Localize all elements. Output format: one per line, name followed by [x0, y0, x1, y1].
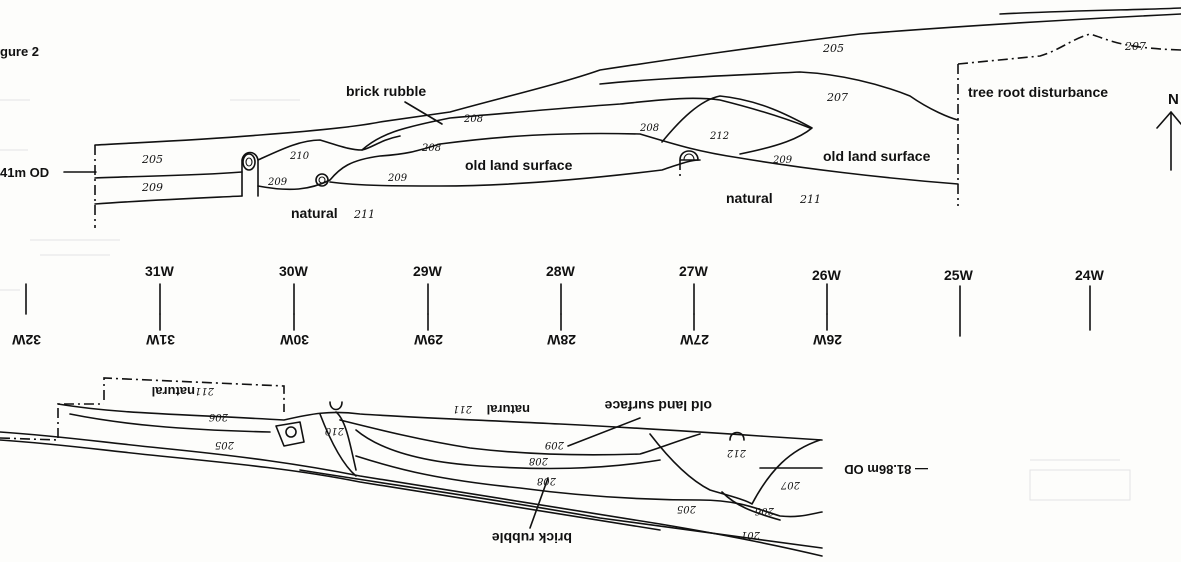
lower-section [0, 377, 823, 557]
lower-context-206-a: 206 [208, 411, 229, 422]
lower-cut-210 [319, 413, 357, 477]
upper-pit-212 [661, 95, 813, 155]
lower-lens-208-top [339, 419, 701, 456]
grid-label-30w: 30W [279, 263, 309, 279]
lower-context-205-a: 205 [215, 439, 235, 450]
upper-label-tree-root: tree root disturbance [968, 84, 1108, 100]
upper-context-207-a: 207 [826, 91, 848, 104]
upper-context-208-b: 208 [421, 143, 441, 154]
upper-context-208-a: 208 [463, 114, 483, 125]
upper-context-207-b: 207 [1124, 40, 1146, 53]
upper-context-209-c: 209 [387, 173, 408, 184]
upper-section [63, 7, 1181, 228]
grid-label-inverted-31w: 31W [145, 332, 175, 348]
grid-label-24w: 24W [1075, 267, 1105, 283]
lower-context-206-b: 206 [754, 505, 775, 516]
grid-label-25w: 25W [944, 267, 974, 283]
grid-label-29w: 29W [413, 263, 443, 279]
grid-label-27w: 27W [679, 263, 709, 279]
upper-brick-rubble-leader [404, 101, 443, 125]
north-arrow-icon [1156, 111, 1181, 171]
upper-layer-207-top [599, 71, 959, 121]
upper-context-210: 210 [289, 151, 310, 162]
upper-old-land-base [329, 159, 701, 187]
upper-label-natural-1: natural [291, 205, 338, 221]
upper-tree-root-boundary [957, 33, 1181, 65]
upper-context-211-b: 211 [799, 193, 821, 206]
lower-context-212: 212 [727, 447, 747, 458]
lower-ground-line-1 [0, 431, 823, 557]
lower-line-206-east [721, 491, 781, 521]
grid-label-inverted-27w: 27W [679, 332, 709, 348]
bleed-through-marks [0, 49, 1131, 501]
upper-label-brick-rubble: brick rubble [346, 83, 426, 99]
lower-ground-line-2 [0, 439, 661, 531]
grid-label-inverted-26w: 26W [812, 332, 842, 348]
upper-context-208-c: 208 [639, 123, 659, 134]
grid-label-inverted-29w: 29W [413, 332, 443, 348]
lower-label-natural-box: natural [152, 384, 195, 399]
lower-label-brick-rubble: brick rubble [492, 530, 572, 546]
lower-context-205-b: 205 [677, 503, 697, 514]
grid-ticks [25, 283, 1091, 337]
lower-line-208-base [355, 455, 823, 518]
lower-cut-210-inner [335, 411, 357, 471]
upper-context-205-b: 205 [822, 42, 844, 55]
lower-ground-line-3 [299, 469, 823, 549]
lower-context-208-a: 208 [529, 455, 549, 466]
lower-datum-label: — 81.86m OD [844, 462, 928, 477]
grid-label-inverted-30w: 30W [279, 332, 309, 348]
lower-natural-box [103, 377, 285, 412]
lower-line-205-206 [69, 413, 271, 433]
grid-label-inverted-32w: 32W [11, 332, 41, 348]
upper-posthole-1 [242, 153, 256, 171]
upper-posthole-3 [679, 150, 699, 161]
lower-pit-212 [649, 433, 821, 505]
lower-label-old-land-surface: old land surface [604, 398, 712, 414]
upper-brick-rubble-lens [361, 97, 811, 151]
upper-cut-210 [257, 135, 401, 161]
figure-label: gure 2 [0, 44, 39, 59]
lower-context-201: 201 [741, 529, 761, 540]
upper-topmost-line [999, 7, 1181, 15]
lower-label-natural-top: natural [487, 402, 530, 417]
lower-lens-209 [355, 429, 661, 470]
lower-west-boundary [0, 403, 104, 441]
upper-context-209-d: 209 [772, 155, 793, 166]
grid-label-26w: 26W [812, 267, 842, 283]
upper-ground-surface [94, 13, 1181, 146]
lower-posthole-1 [275, 421, 305, 447]
lower-top-surface [57, 403, 823, 441]
upper-label-natural-2: natural [726, 190, 773, 206]
lower-context-208-b: 208 [537, 475, 557, 486]
upper-label-old-land-surface-2: old land surface [823, 148, 931, 164]
upper-natural-surface [257, 132, 959, 191]
upper-label-old-land-surface-1: old land surface [465, 157, 573, 173]
lower-context-207: 207 [780, 479, 801, 490]
lower-posthole-3 [729, 431, 745, 441]
upper-context-209-b: 209 [267, 177, 288, 188]
grid-label-31w: 31W [145, 263, 175, 279]
lower-old-land-leader [567, 417, 641, 447]
north-label: N [1168, 91, 1179, 108]
upper-line-209-base [94, 195, 243, 205]
upper-line-205-209 [94, 171, 243, 179]
lower-context-210: 210 [324, 425, 345, 436]
upper-datum-label: 41m OD [0, 165, 49, 180]
lower-context-211-a: 211 [195, 385, 215, 396]
upper-cut-west [241, 151, 259, 197]
lower-posthole-2 [329, 401, 343, 411]
upper-posthole-2 [315, 173, 329, 187]
grid-label-inverted-28w: 28W [546, 332, 576, 348]
upper-context-211-a: 211 [353, 208, 375, 221]
lower-context-211-b: 211 [453, 403, 473, 414]
grid-label-28w: 28W [546, 263, 576, 279]
lower-context-209: 209 [544, 439, 565, 450]
upper-context-205-a: 205 [141, 153, 163, 166]
lower-brick-rubble-leader [529, 477, 549, 529]
upper-context-209-a: 209 [141, 181, 163, 194]
upper-context-212: 212 [709, 131, 729, 142]
